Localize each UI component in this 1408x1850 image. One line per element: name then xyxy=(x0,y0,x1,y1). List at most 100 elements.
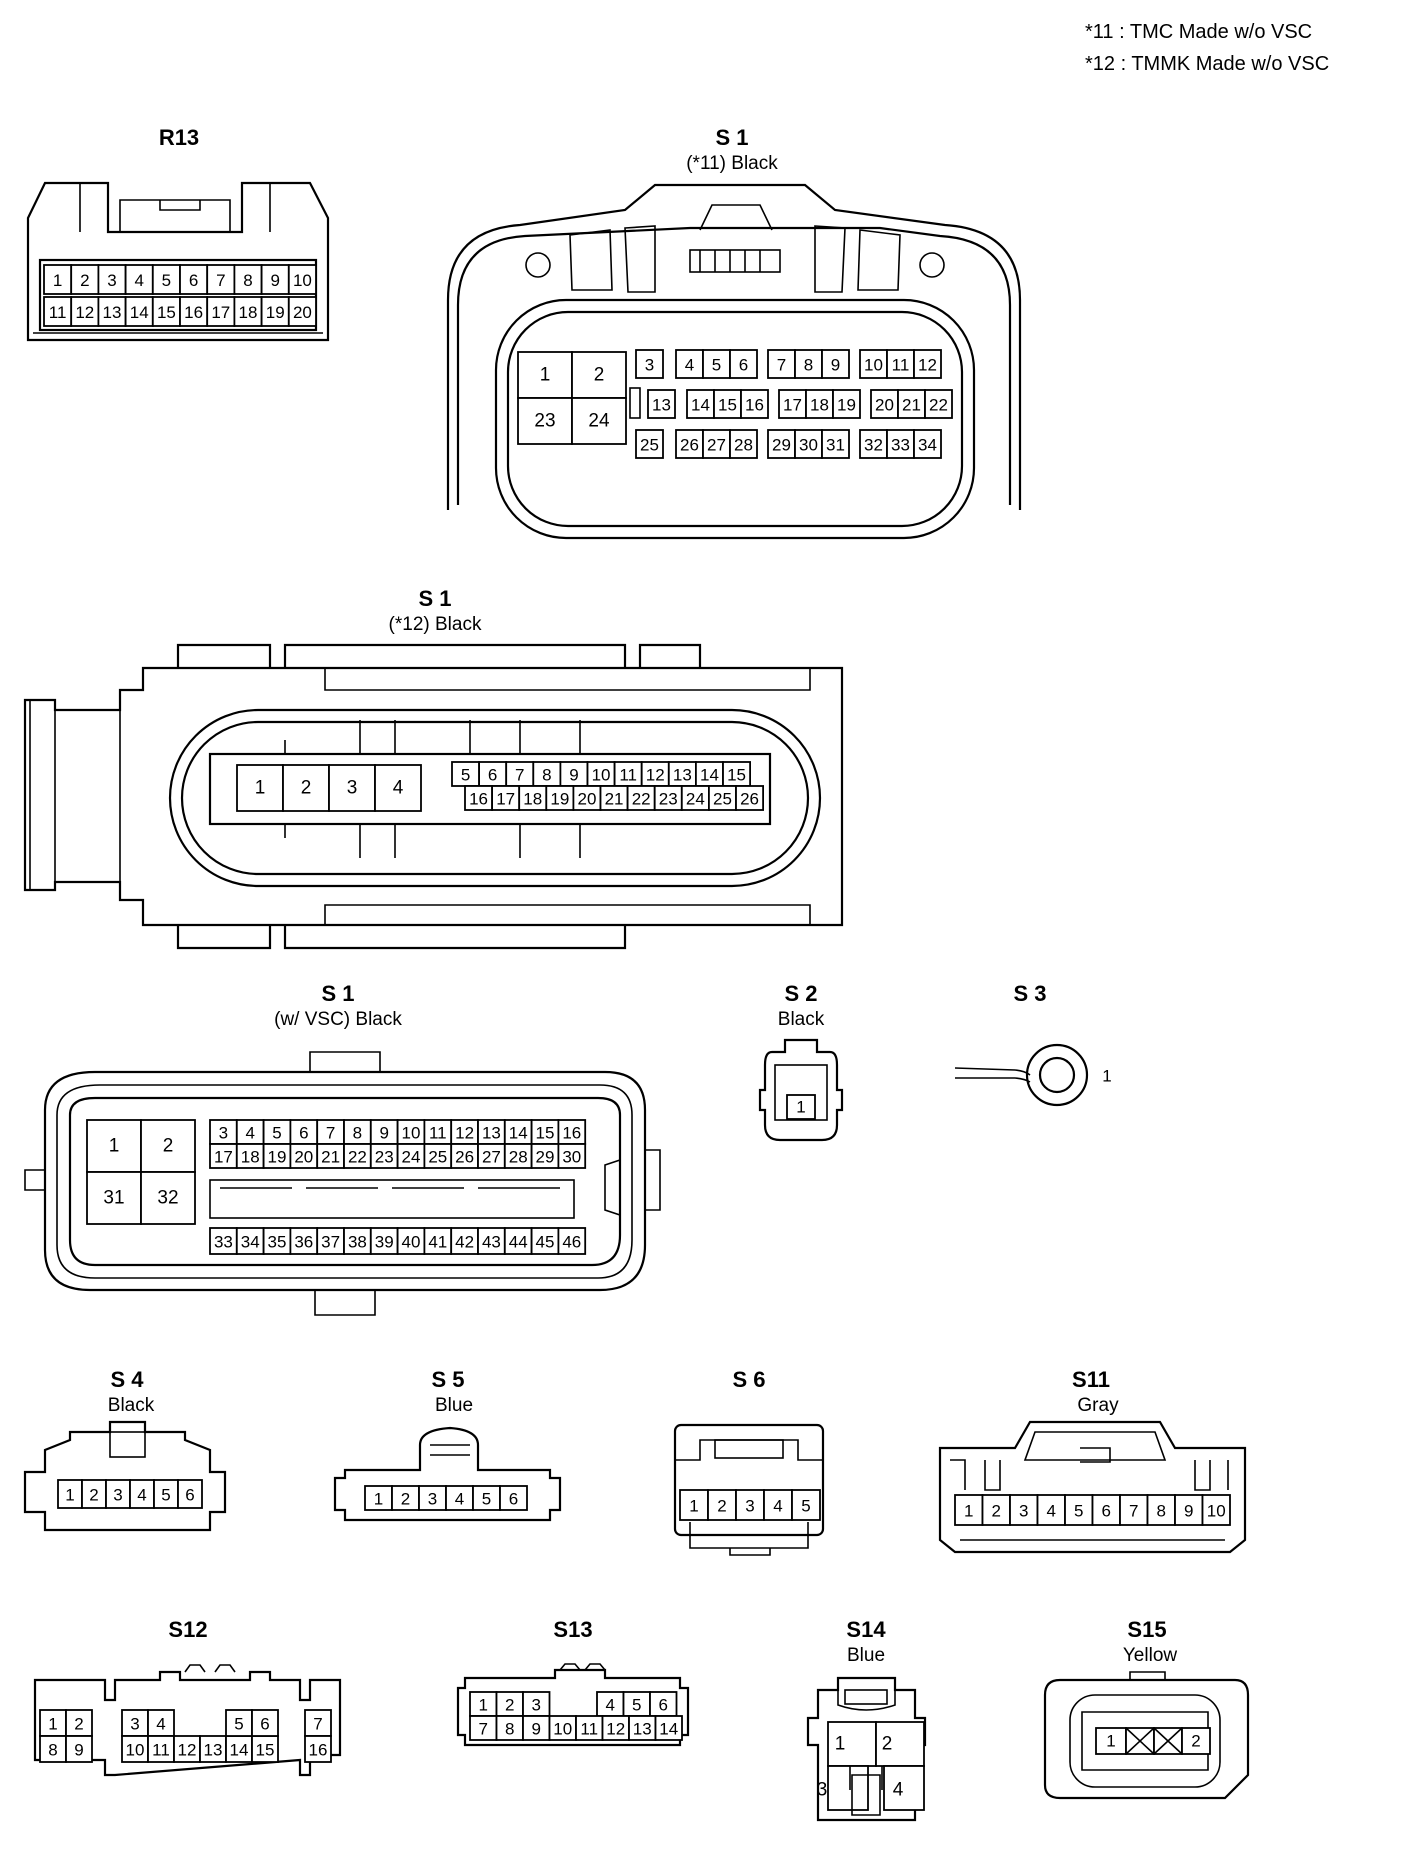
pin-cell xyxy=(767,349,796,379)
pin-cell xyxy=(343,1119,372,1145)
connector-s14-pin-3: 3 xyxy=(817,1780,828,1801)
pin-label: 2 xyxy=(80,271,89,290)
pin-label: 10 xyxy=(864,356,883,375)
pin-cell xyxy=(897,389,926,419)
pin-label: 11 xyxy=(49,303,67,322)
pin-label: 2 xyxy=(74,1715,83,1734)
pin-cell xyxy=(304,1735,332,1763)
pin-cell xyxy=(653,785,683,811)
pin-label: 5 xyxy=(234,1715,243,1734)
pin-label: 14 xyxy=(509,1124,528,1143)
pin-label: 19 xyxy=(268,1148,287,1167)
pin-label: 25 xyxy=(713,790,732,809)
connector-s13-label: S13 xyxy=(553,1617,592,1642)
pin-label: 19 xyxy=(837,396,856,415)
pin-cell xyxy=(832,389,861,419)
pin-label: 6 xyxy=(509,1490,518,1509)
pin-cell xyxy=(870,389,899,419)
pin-label: 12 xyxy=(606,1720,625,1739)
pin-cell xyxy=(450,1119,479,1145)
pin-cell xyxy=(147,1709,175,1737)
pin-label: 8 xyxy=(1157,1502,1166,1521)
pin-label: 3 xyxy=(130,1715,139,1734)
connector-s2-label: S 2 xyxy=(784,981,817,1006)
pin-label: 15 xyxy=(256,1741,275,1760)
pin-cell xyxy=(124,264,154,295)
pin-cell xyxy=(679,1489,709,1521)
svg-text:2: 2 xyxy=(301,778,312,799)
pin-cell xyxy=(1201,1494,1231,1526)
pin-cell xyxy=(503,1143,533,1169)
pin-label: 23 xyxy=(375,1148,394,1167)
pin-label: 5 xyxy=(712,356,721,375)
pin-cell xyxy=(287,264,317,295)
pin-cell xyxy=(251,1709,279,1737)
pin-cell xyxy=(654,1715,683,1741)
svg-text:3: 3 xyxy=(347,778,358,799)
pin-label: 16 xyxy=(469,790,488,809)
pin-cell xyxy=(206,264,236,295)
connector-s4-label: S 4 xyxy=(110,1367,144,1392)
pin-cell xyxy=(740,389,769,419)
pin-cell xyxy=(70,264,100,295)
pin-cell xyxy=(65,1735,93,1763)
pin-cell xyxy=(289,1227,319,1255)
pin-cell xyxy=(343,1143,372,1169)
pin-label: 17 xyxy=(214,1148,233,1167)
pin-cell xyxy=(495,1691,524,1717)
pin-cell xyxy=(39,1735,67,1763)
pin-label: 6 xyxy=(739,356,748,375)
pin-cell xyxy=(1064,1494,1094,1526)
pin-cell xyxy=(707,1489,737,1521)
pin-cell xyxy=(586,761,616,787)
pin-label: 14 xyxy=(700,766,719,785)
connector-s6-label: S 6 xyxy=(732,1367,765,1392)
pin-label: 7 xyxy=(777,356,786,375)
connector-s14-pin-4: 4 xyxy=(893,1780,904,1801)
pin-label: 7 xyxy=(1129,1502,1138,1521)
pin-cell xyxy=(626,785,656,811)
pin-label: 2 xyxy=(992,1502,1001,1521)
connector-s4-sub: Black xyxy=(108,1395,155,1416)
connector-s15-label: S15 xyxy=(1127,1617,1166,1642)
pin-label: 12 xyxy=(646,766,665,785)
pin-label: 29 xyxy=(772,436,791,455)
pin-label: 42 xyxy=(455,1233,474,1252)
pin-label: 3 xyxy=(113,1486,122,1505)
pin-label: 4 xyxy=(685,356,694,375)
connector-s14-sub: Blue xyxy=(847,1645,885,1666)
pin-label: 30 xyxy=(799,436,818,455)
pin-label: 26 xyxy=(455,1148,474,1167)
pin-label: 6 xyxy=(1102,1502,1111,1521)
pin-cell xyxy=(702,349,731,379)
pin-label: 46 xyxy=(562,1233,581,1252)
pin-cell xyxy=(635,349,664,379)
pin-cell xyxy=(70,296,100,327)
pin-label: 3 xyxy=(219,1124,228,1143)
pin-label: 15 xyxy=(157,303,176,322)
pin-label: 17 xyxy=(211,303,230,322)
pin-label: 9 xyxy=(74,1741,83,1760)
pin-label: 10 xyxy=(1207,1502,1226,1521)
pin-label: 12 xyxy=(75,303,94,322)
pin-label: 6 xyxy=(299,1124,308,1143)
pin-cell xyxy=(81,1479,107,1509)
pin-label: 34 xyxy=(918,436,937,455)
pin-cell xyxy=(530,1119,560,1145)
connector-s14: S14 Blue 1 2 3 4 xyxy=(806,1617,927,1822)
pin-label: 5 xyxy=(1074,1502,1083,1521)
pin-label: 7 xyxy=(515,766,524,785)
connector-s14-label: S14 xyxy=(846,1617,886,1642)
pin-label: 11 xyxy=(619,766,637,785)
pin-label: 8 xyxy=(505,1720,514,1739)
pin-label: 24 xyxy=(402,1148,421,1167)
pin-cell xyxy=(913,349,942,379)
pin-cell xyxy=(821,429,850,459)
connector-s5-label: S 5 xyxy=(431,1367,464,1392)
pin-label: 11 xyxy=(892,356,910,375)
pin-label: 5 xyxy=(461,766,470,785)
